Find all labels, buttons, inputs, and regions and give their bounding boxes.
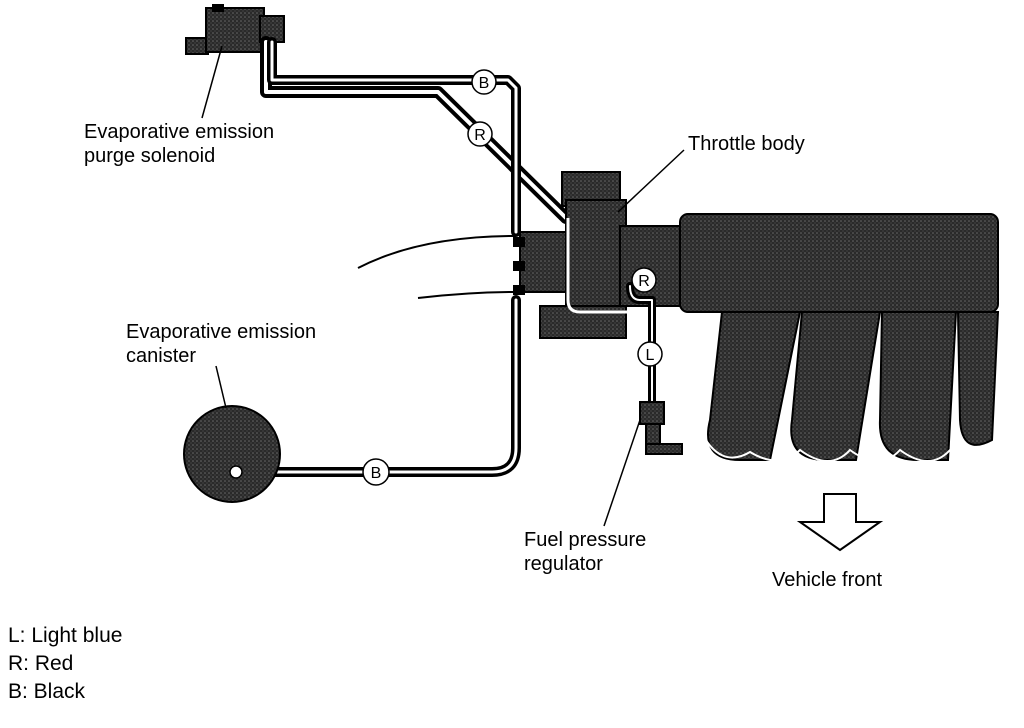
leader-lines (201, 45, 685, 527)
purge-solenoid (185, 4, 285, 55)
purge-solenoid-label-line-1: Evaporative emission (84, 121, 275, 143)
vehicle-front-label: Vehicle front (772, 569, 883, 591)
vehicle-front-arrow (796, 493, 884, 552)
hose-tag-throttle-red: R (631, 267, 657, 293)
legend-item-red: R: Red (8, 652, 74, 675)
throttle-body (513, 171, 691, 339)
hose-tag-upper-red: R (467, 121, 493, 147)
purge-solenoid-label-line-2: purge solenoid (84, 145, 216, 167)
hose-tag-throttle-red-text: R (638, 273, 650, 290)
canister (183, 405, 281, 503)
purge-hose (260, 36, 572, 237)
hose-tag-canister-black: B (362, 458, 390, 486)
hose-tag-upper-red-text: R (474, 127, 486, 144)
hose-tag-upper-black: B (471, 69, 497, 95)
hose-tag-upper-black-text: B (479, 75, 490, 92)
throttle-body-label: Throttle body (688, 133, 805, 155)
body-outline (357, 235, 517, 299)
purge-solenoid-label: Evaporative emission purge solenoid (84, 120, 274, 168)
fuel-pressure-regulator-label: Fuel pressure regulator (524, 528, 646, 576)
intake-manifold (679, 213, 1000, 462)
fuel-pressure-regulator-label-line-2: regulator (524, 553, 603, 575)
legend: L: Light blue R: Red B: Black (8, 622, 122, 706)
fuel-pressure-regulator-label-line-1: Fuel pressure (524, 529, 647, 551)
canister-label-line-2: canister (126, 345, 197, 367)
canister-label-line-1: Evaporative emission (126, 321, 317, 343)
regulator-hose (626, 282, 656, 412)
canister-label: Evaporative emission canister (126, 320, 316, 368)
fuel-pressure-regulator (639, 401, 683, 455)
legend-item-black: B: Black (8, 680, 86, 703)
legend-item-light-blue: L: Light blue (8, 624, 123, 647)
canister-hose (235, 295, 521, 477)
hose-tag-regulator-light-blue-text: L (646, 347, 655, 364)
hose-tag-regulator-light-blue: L (637, 341, 663, 367)
hose-tag-canister-black-text: B (371, 465, 382, 482)
